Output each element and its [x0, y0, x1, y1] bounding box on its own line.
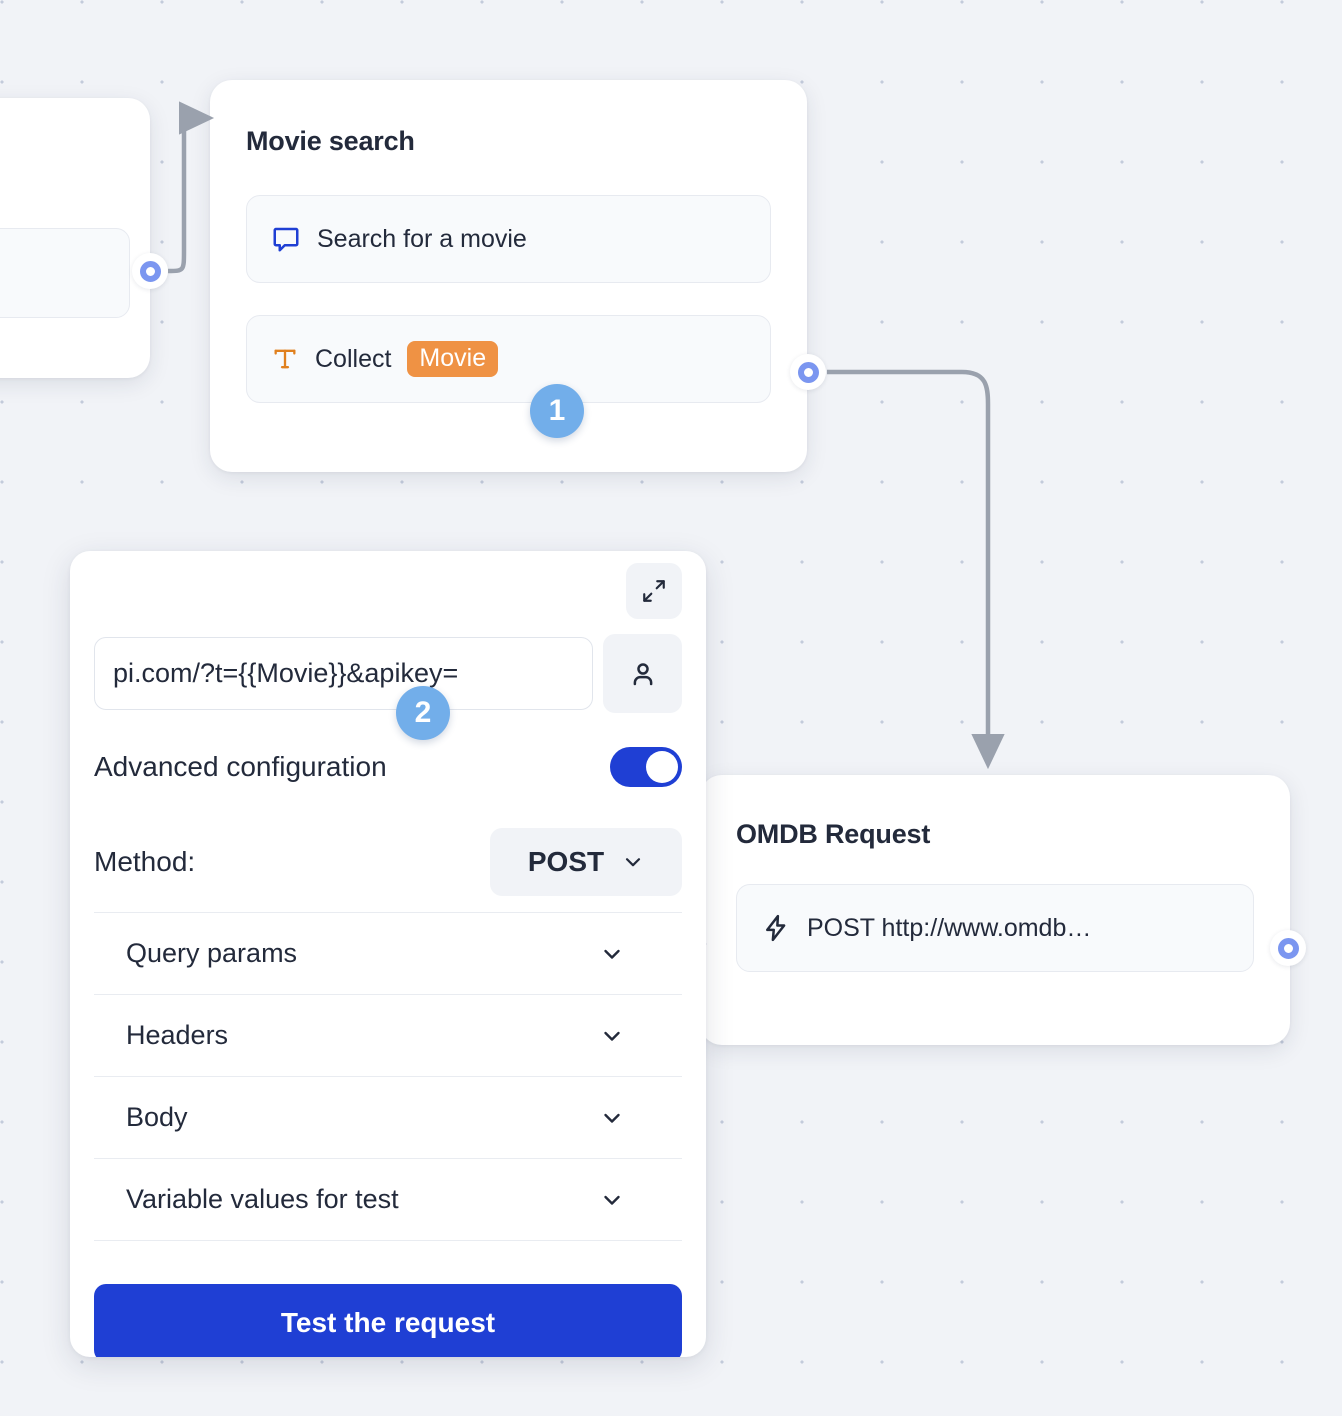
- edge-prev-to-movie-search: [167, 101, 215, 274]
- previous-node-output-handle[interactable]: [132, 253, 168, 289]
- accordion-query-params[interactable]: Query params: [94, 913, 682, 995]
- chat-bubble-icon: [271, 224, 301, 254]
- edge-movie-search-to-omdb: [827, 369, 1005, 770]
- chevron-down-icon: [622, 851, 644, 873]
- method-select[interactable]: POST: [490, 828, 682, 896]
- request-config-panel[interactable]: Advanced configuration Method: POST Quer…: [70, 551, 706, 1357]
- omdb-request-node[interactable]: OMDB Request POST http://www.omdb…: [700, 775, 1290, 1045]
- expand-panel-button[interactable]: [626, 563, 682, 619]
- chevron-down-icon: [600, 1188, 680, 1212]
- url-row: [94, 634, 682, 713]
- accordion-list: Query params Headers Body: [94, 912, 682, 1241]
- chevron-down-icon: [600, 1024, 680, 1048]
- user-auth-button[interactable]: [603, 634, 682, 713]
- omdb-request-output-handle[interactable]: [1270, 930, 1306, 966]
- movie-search-row-collect-label: Collect: [315, 344, 392, 373]
- test-button-wrap: Test the request: [94, 1284, 682, 1357]
- method-row: Method: POST: [94, 828, 682, 896]
- chevron-down-icon: [600, 942, 680, 966]
- request-url-input[interactable]: [94, 637, 593, 710]
- movie-search-row-collect[interactable]: Collect Movie: [246, 315, 771, 403]
- movie-search-row-search[interactable]: Search for a movie: [246, 195, 771, 283]
- movie-search-output-handle[interactable]: [790, 354, 826, 390]
- chevron-down-icon: [600, 1106, 680, 1130]
- previous-node-row[interactable]: [0, 228, 130, 318]
- advanced-configuration-row[interactable]: Advanced configuration: [94, 747, 682, 787]
- accordion-variable-values[interactable]: Variable values for test: [94, 1159, 682, 1241]
- movie-search-node[interactable]: Movie search Search for a movie Collect: [210, 80, 807, 472]
- advanced-configuration-toggle[interactable]: [610, 747, 682, 787]
- method-select-value: POST: [527, 846, 605, 877]
- accordion-query-params-label: Query params: [126, 938, 298, 968]
- step-badge-1: 1: [530, 384, 584, 438]
- variable-tag-movie[interactable]: Movie: [407, 340, 499, 378]
- previous-node-partial[interactable]: [0, 98, 150, 378]
- text-format-icon: [271, 345, 299, 373]
- accordion-headers[interactable]: Headers: [94, 995, 682, 1077]
- lightning-bolt-icon: [761, 913, 791, 943]
- expand-diagonal-icon: [641, 578, 667, 604]
- movie-search-title: Movie search: [246, 126, 415, 156]
- movie-search-row-search-label: Search for a movie: [317, 224, 527, 253]
- omdb-request-title: OMDB Request: [736, 819, 931, 849]
- accordion-headers-label: Headers: [126, 1020, 229, 1050]
- accordion-body[interactable]: Body: [94, 1077, 682, 1159]
- person-icon: [628, 659, 658, 689]
- step-badge-2: 2: [396, 686, 450, 740]
- test-the-request-button[interactable]: Test the request: [94, 1284, 682, 1357]
- accordion-variable-values-label: Variable values for test: [126, 1184, 399, 1214]
- advanced-configuration-label: Advanced configuration: [94, 751, 387, 782]
- omdb-request-row-post-label: POST http://www.omdb…: [807, 913, 1092, 942]
- accordion-body-label: Body: [126, 1102, 188, 1132]
- omdb-request-row-post[interactable]: POST http://www.omdb…: [736, 884, 1254, 972]
- method-label: Method:: [94, 846, 196, 877]
